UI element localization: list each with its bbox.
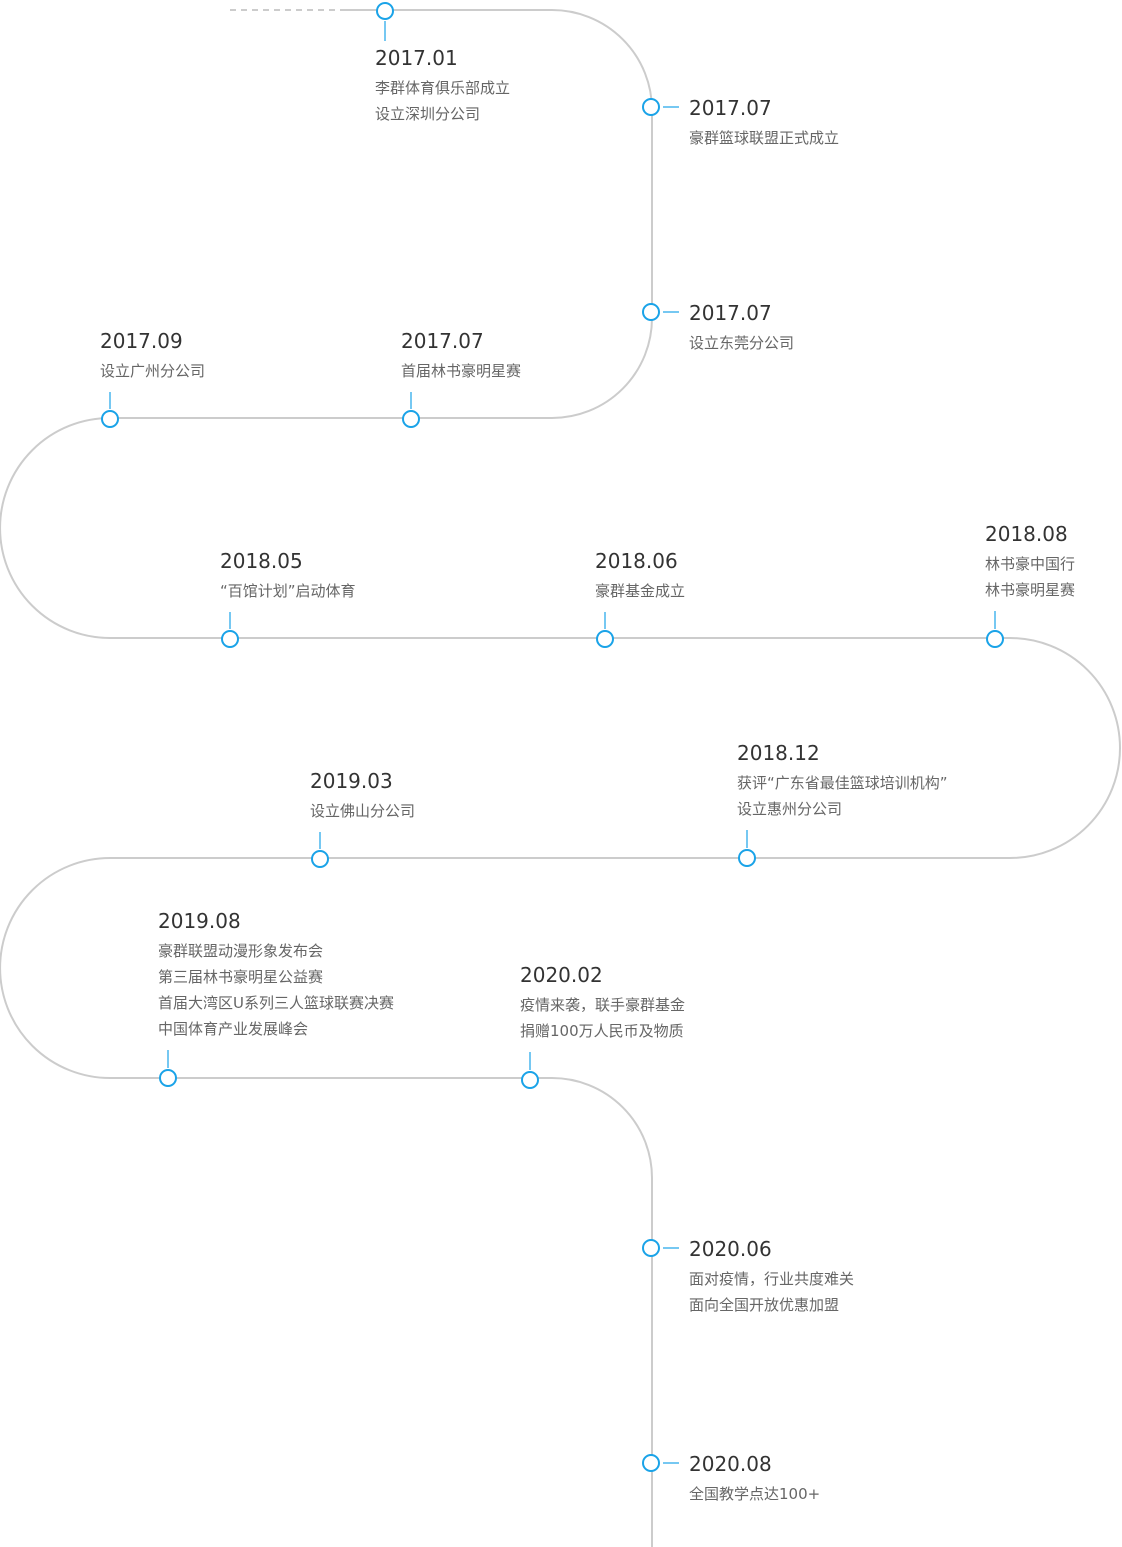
timeline-event: 2019.03 设立佛山分公司 [310,768,415,824]
timeline-node [642,1454,660,1472]
timeline-event: 2017.01 李群体育俱乐部成立设立深圳分公司 [375,45,510,127]
timeline-event: 2020.08 全国教学点达100+ [689,1451,820,1507]
timeline-node [221,630,239,648]
timeline-event: 2017.07 豪群篮球联盟正式成立 [689,95,839,151]
event-description: 豪群联盟动漫形象发布会第三届林书豪明星公益赛首届大湾区U系列三人篮球联赛决赛中国… [158,938,394,1042]
timeline-node [376,2,394,20]
event-date: 2018.12 [737,741,820,765]
event-description-line: 面向全国开放优惠加盟 [689,1296,840,1314]
event-date: 2018.08 [985,522,1068,546]
event-description: 豪群基金成立 [595,578,685,604]
event-description-line: 豪群联盟动漫形象发布会 [158,942,324,960]
event-date: 2019.08 [158,909,241,933]
event-description: 设立广州分公司 [100,358,205,384]
timeline-event: 2017.09 设立广州分公司 [100,328,205,384]
event-description: 疫情来袭，联手豪群基金捐赠100万人民币及物质 [520,992,685,1044]
event-description-line: 捐赠100万人民币及物质 [520,1022,684,1040]
timeline-event: 2018.06 豪群基金成立 [595,548,685,604]
event-date: 2019.03 [310,769,393,793]
timeline-node [402,410,420,428]
event-description-line: 设立深圳分公司 [375,105,481,123]
event-description-line: “百馆计划”启动体育 [220,582,356,600]
timeline-node [521,1071,539,1089]
event-date: 2017.09 [100,329,183,353]
timeline-node [596,630,614,648]
event-description-line: 设立广州分公司 [100,362,206,380]
event-description-line: 设立东莞分公司 [689,334,795,352]
event-description: 全国教学点达100+ [689,1481,820,1507]
event-description-line: 面对疫情，行业共度难关 [689,1270,855,1288]
event-description-line: 林书豪明星赛 [985,581,1076,599]
event-date: 2018.05 [220,549,303,573]
event-date: 2020.06 [689,1237,772,1261]
timeline-event: 2018.08 林书豪中国行林书豪明星赛 [985,521,1075,603]
event-description-line: 豪群基金成立 [595,582,686,600]
event-date: 2017.07 [689,96,772,120]
timeline-event: 2018.12 获评“广东省最佳篮球培训机构” 设立惠州分公司 [737,740,948,822]
event-description: 豪群篮球联盟正式成立 [689,125,839,151]
event-description-line: 李群体育俱乐部成立 [375,79,511,97]
event-description-line: 设立佛山分公司 [310,802,416,820]
event-description-line: 林书豪中国行 [985,555,1076,573]
event-description: “百馆计划”启动体育 [220,578,356,604]
event-description: 设立东莞分公司 [689,330,794,356]
event-date: 2017.07 [401,329,484,353]
event-description-line: 中国体育产业发展峰会 [158,1020,309,1038]
event-description-line: 首届大湾区U系列三人篮球联赛决赛 [158,994,394,1012]
event-description-line: 疫情来袭，联手豪群基金 [520,996,686,1014]
event-description: 获评“广东省最佳篮球培训机构” 设立惠州分公司 [737,770,948,822]
connector-layer [109,21,996,1464]
timeline-event: 2020.02 疫情来袭，联手豪群基金捐赠100万人民币及物质 [520,962,685,1044]
timeline-node [101,410,119,428]
timeline-node [642,98,660,116]
event-description-line: 首届林书豪明星赛 [401,362,522,380]
event-date: 2018.06 [595,549,678,573]
event-date: 2020.08 [689,1452,772,1476]
timeline-event: 2020.06 面对疫情，行业共度难关面向全国开放优惠加盟 [689,1236,854,1318]
timeline-event: 2017.07 设立东莞分公司 [689,300,794,356]
event-description: 首届林书豪明星赛 [401,358,521,384]
timeline-node [311,850,329,868]
timeline-path [0,9,1121,1547]
event-date: 2020.02 [520,963,603,987]
event-description: 李群体育俱乐部成立设立深圳分公司 [375,75,510,127]
timeline-node [986,630,1004,648]
timeline-event: 2019.08 豪群联盟动漫形象发布会第三届林书豪明星公益赛首届大湾区U系列三人篮… [158,908,394,1042]
event-description-line: 豪群篮球联盟正式成立 [689,129,840,147]
event-date: 2017.07 [689,301,772,325]
timeline-node [642,303,660,321]
event-description-line: 获评“广东省最佳篮球培训机构” [737,774,948,792]
event-description-line: 设立惠州分公司 [737,800,843,818]
timeline-event: 2018.05 “百馆计划”启动体育 [220,548,356,604]
event-description-line: 全国教学点达100+ [689,1485,821,1503]
timeline-node [642,1239,660,1257]
event-description: 面对疫情，行业共度难关面向全国开放优惠加盟 [689,1266,854,1318]
timeline-node [738,849,756,867]
event-description: 林书豪中国行林书豪明星赛 [985,551,1075,603]
event-date: 2017.01 [375,46,458,70]
timeline-node [159,1069,177,1087]
node-layer [101,2,1004,1472]
timeline-event: 2017.07 首届林书豪明星赛 [401,328,521,384]
event-description-line: 第三届林书豪明星公益赛 [158,968,324,986]
event-description: 设立佛山分公司 [310,798,415,824]
